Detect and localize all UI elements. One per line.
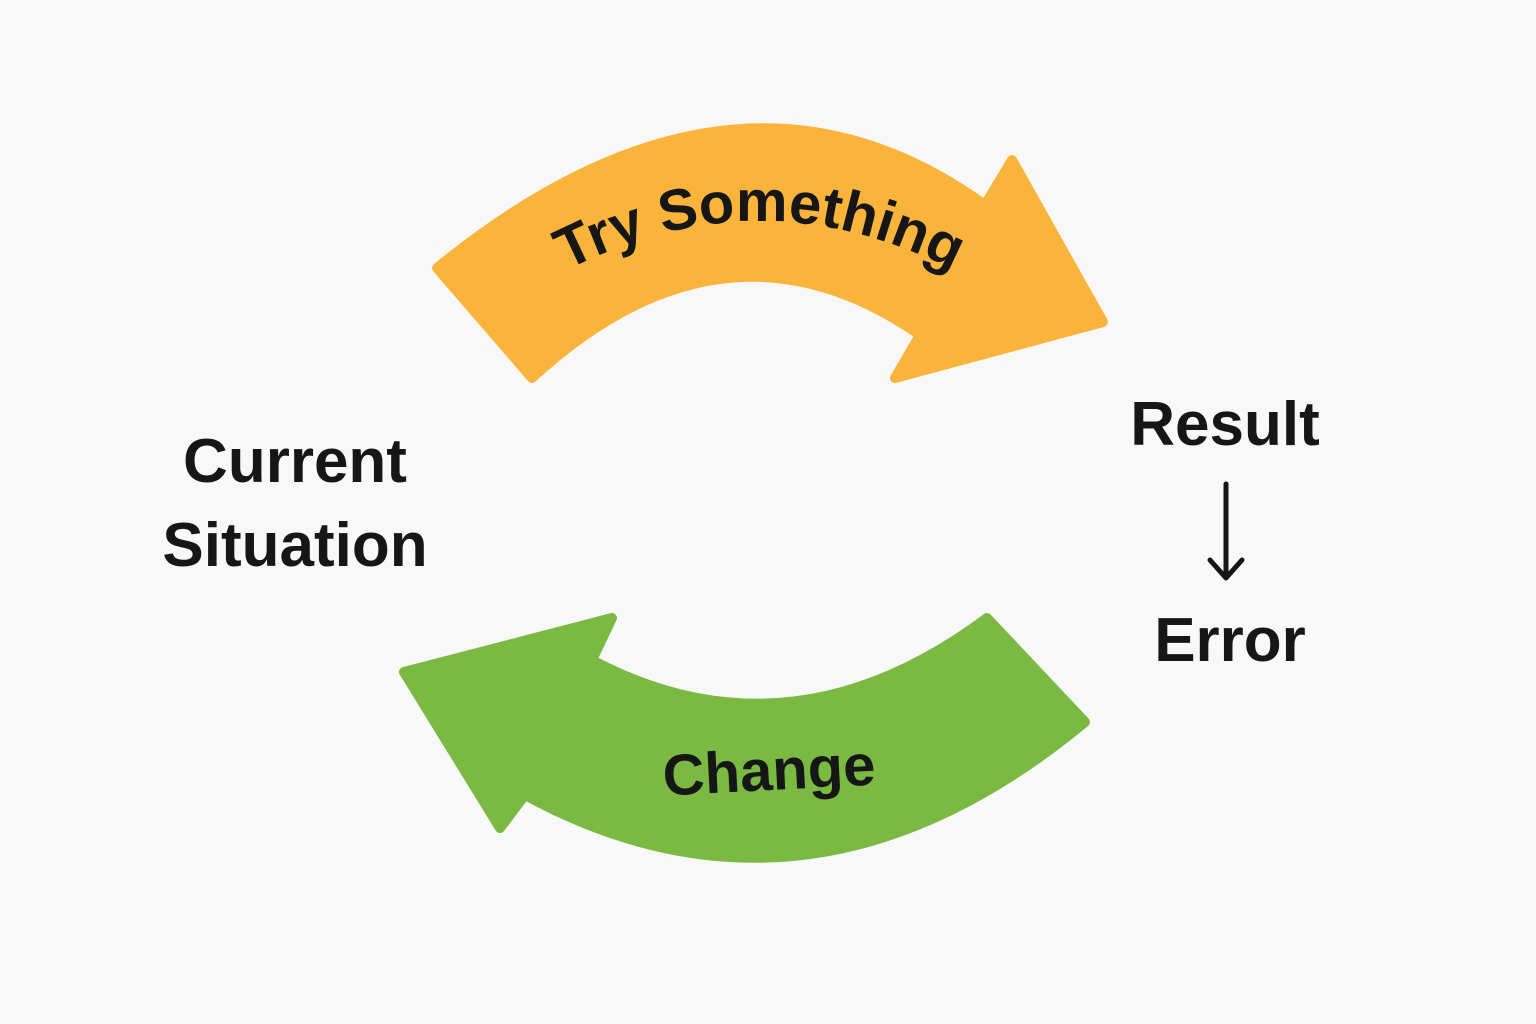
change-arrow: Change <box>399 613 1090 863</box>
try-something-arrow: Try Something <box>432 123 1108 383</box>
current-situation-label: Current Situation <box>130 420 460 588</box>
change-label: Change <box>661 733 877 809</box>
result-to-error-arrow-head <box>1207 557 1245 581</box>
change-arrow-shape <box>399 613 1090 863</box>
result-to-error-arrow <box>1207 481 1245 581</box>
result-label: Result <box>1130 390 1320 459</box>
error-label: Error <box>1154 606 1306 675</box>
try-something-arrow-shape <box>432 123 1108 383</box>
current-situation-line-1: Current <box>183 427 407 496</box>
current-situation-line-2: Situation <box>162 511 428 580</box>
